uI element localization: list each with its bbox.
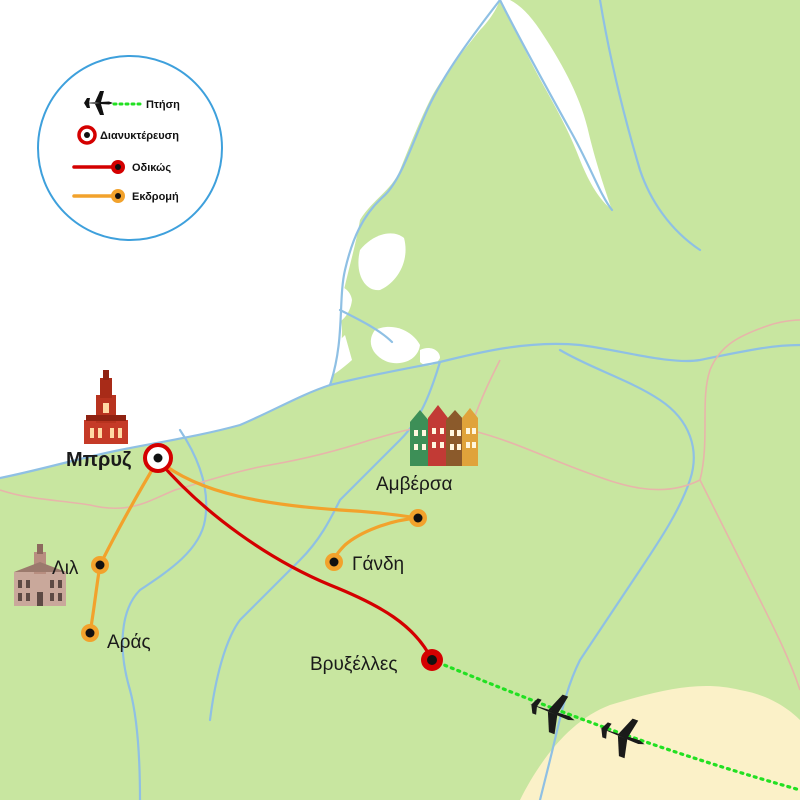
estuary-inlet bbox=[200, 335, 352, 416]
airplane-icon bbox=[83, 91, 113, 115]
gabled-houses-icon bbox=[410, 405, 478, 466]
town-hall-icon bbox=[14, 544, 66, 606]
island-3 bbox=[245, 326, 302, 356]
airplane-icon bbox=[529, 694, 575, 735]
legend-overnight-marker bbox=[77, 125, 97, 145]
island-1 bbox=[358, 233, 406, 291]
city-label-ghent: Γάνδη bbox=[352, 554, 404, 575]
marker-lille[interactable] bbox=[91, 556, 109, 574]
city-label-arras: Αράς bbox=[107, 632, 151, 653]
legend-overnight-label: Διανυκτέρευση bbox=[100, 130, 179, 142]
legend-excursion-label: Εκδρομή bbox=[132, 191, 179, 203]
borders bbox=[0, 319, 800, 691]
road-route-bruges-brussels bbox=[156, 458, 434, 662]
marker-antwerp[interactable] bbox=[409, 509, 427, 527]
city-label-bruges: Μπρυζ bbox=[66, 449, 131, 471]
marker-arras[interactable] bbox=[81, 624, 99, 642]
city-label-lille: Λιλ bbox=[52, 558, 79, 579]
land-light-area bbox=[520, 685, 800, 800]
city-label-brussels: Βρυξέλλες bbox=[310, 654, 397, 675]
marker-ghent[interactable] bbox=[325, 553, 343, 571]
marker-brussels[interactable] bbox=[421, 649, 443, 671]
airplane-icon bbox=[599, 718, 645, 759]
excursion-bruges-antwerp bbox=[156, 458, 420, 520]
legend-flight-label: Πτήση bbox=[146, 99, 180, 111]
legend: Πτήση Διανυκτέρευση Οδικώς Εκδρομή bbox=[37, 55, 223, 241]
marker-bruges[interactable] bbox=[143, 443, 173, 473]
belfry-tower-icon bbox=[84, 370, 128, 444]
island-4 bbox=[370, 326, 420, 364]
city-label-antwerp: Αμβέρσα bbox=[376, 474, 453, 495]
flight-route bbox=[430, 658, 800, 792]
island-5 bbox=[420, 347, 440, 366]
legend-road-label: Οδικώς bbox=[132, 162, 171, 174]
